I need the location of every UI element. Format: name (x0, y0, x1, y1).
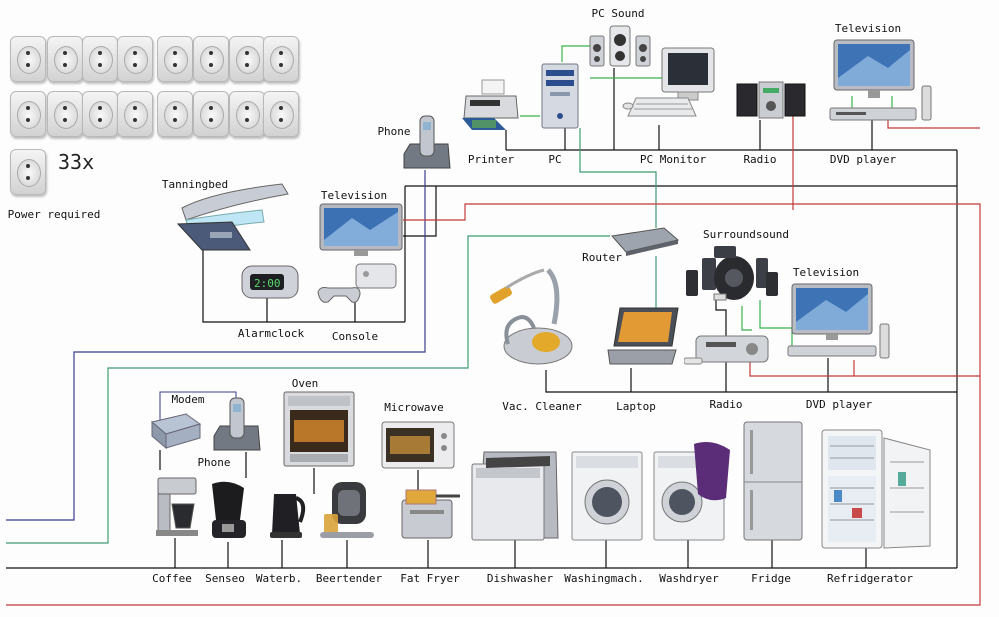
socket-icon (229, 36, 265, 82)
socket-count: 33x (58, 150, 95, 174)
label-surroundsound: Surroundsound (702, 228, 790, 241)
label-router: Router (582, 251, 622, 264)
coffee-maker-icon (156, 477, 198, 536)
beertender-icon (320, 482, 374, 538)
socket-icon (10, 91, 46, 137)
socket-icon (263, 91, 299, 137)
label-phone-top: Phone (377, 125, 411, 138)
label-refridgerator: Refridgerator (826, 572, 914, 585)
dishwasher-icon (471, 451, 559, 541)
label-television-right: Television (792, 266, 860, 279)
label-pc: PC (548, 153, 562, 166)
label-dvd-player-top: DVD player (829, 153, 897, 166)
radio-icon (684, 335, 769, 365)
label-washingmach: Washingmach. (564, 572, 644, 585)
power-required-label: Power required (7, 208, 101, 221)
label-fridge: Fridge (751, 572, 791, 585)
label-alarmclock: Alarmclock (237, 327, 305, 340)
socket-icon (229, 91, 265, 137)
socket-icon (47, 91, 83, 137)
svg-text:2:00: 2:00 (254, 277, 281, 290)
water-kettle-icon (270, 494, 306, 538)
socket-icon (193, 36, 229, 82)
phone-wire (6, 170, 426, 521)
label-modem: Modem (171, 393, 205, 406)
pc-tower-icon (541, 63, 579, 129)
washing-machine-icon (571, 451, 643, 541)
label-phone-bottom: Phone (197, 456, 231, 469)
socket-icon (263, 36, 299, 82)
label-television-mid: Television (320, 189, 388, 202)
network-wires (6, 128, 657, 544)
label-fat-fryer: Fat Fryer (400, 572, 460, 585)
television-icon (829, 39, 932, 121)
power-tanning-row (202, 240, 405, 323)
senseo-icon (212, 481, 246, 538)
pc-wires (520, 45, 893, 346)
pc-sound-icon (589, 25, 651, 67)
pc-monitor-icon (622, 47, 715, 117)
refrigerator-icon (821, 429, 931, 549)
label-console: Console (331, 330, 379, 343)
cordless-phone-icon (403, 115, 451, 169)
washdryer-icon (653, 442, 730, 541)
radio-icon (736, 81, 806, 119)
power-wires (6, 68, 958, 569)
router-icon (611, 227, 680, 256)
label-coffee: Coffee (152, 572, 192, 585)
label-dvd-player-mid: DVD player (805, 398, 873, 411)
socket-icon (82, 36, 118, 82)
socket-icon (82, 91, 118, 137)
label-tanningbed: Tanningbed (161, 178, 229, 191)
label-printer: Printer (467, 153, 515, 166)
label-vac-cleaner: Vac. Cleaner (502, 400, 582, 413)
vacuum-cleaner-icon (490, 268, 573, 365)
label-radio-mid: Radio (709, 398, 743, 411)
label-oven: Oven (291, 377, 319, 390)
fridge-icon (743, 421, 803, 541)
game-console-icon (317, 263, 397, 303)
surroundsound-icon (686, 246, 778, 301)
modem-icon (150, 413, 202, 450)
socket-icon (10, 36, 46, 82)
socket-icon (47, 36, 83, 82)
tanningbed-icon (176, 183, 289, 251)
printer-icon (462, 79, 519, 130)
socket-icon (117, 91, 153, 137)
socket-icon (157, 91, 193, 137)
television-icon (787, 283, 890, 359)
label-dishwasher: Dishwasher (486, 572, 554, 585)
television-icon (319, 203, 403, 256)
laptop-icon (607, 307, 679, 365)
label-senseo: Senseo (205, 572, 245, 585)
label-pc-sound: PC Sound (591, 7, 645, 20)
cordless-phone-icon (213, 397, 261, 451)
socket-icon (157, 36, 193, 82)
power-right-row (545, 370, 957, 393)
label-radio-top: Radio (743, 153, 777, 166)
alarmclock-icon: 2:00 (241, 265, 299, 299)
label-pc-monitor: PC Monitor (639, 153, 707, 166)
label-microwave: Microwave (384, 401, 444, 414)
label-television-top: Television (834, 22, 902, 35)
socket-icon (193, 91, 229, 137)
label-beertender: Beertender (315, 572, 383, 585)
label-washdryer: Washdryer (659, 572, 719, 585)
fat-fryer-icon (401, 489, 460, 539)
label-laptop: Laptop (616, 400, 656, 413)
label-waterb: Waterb. (255, 572, 303, 585)
socket-icon (117, 36, 153, 82)
oven-icon (283, 391, 355, 467)
microwave-icon (381, 421, 455, 469)
socket-icon (10, 149, 46, 195)
